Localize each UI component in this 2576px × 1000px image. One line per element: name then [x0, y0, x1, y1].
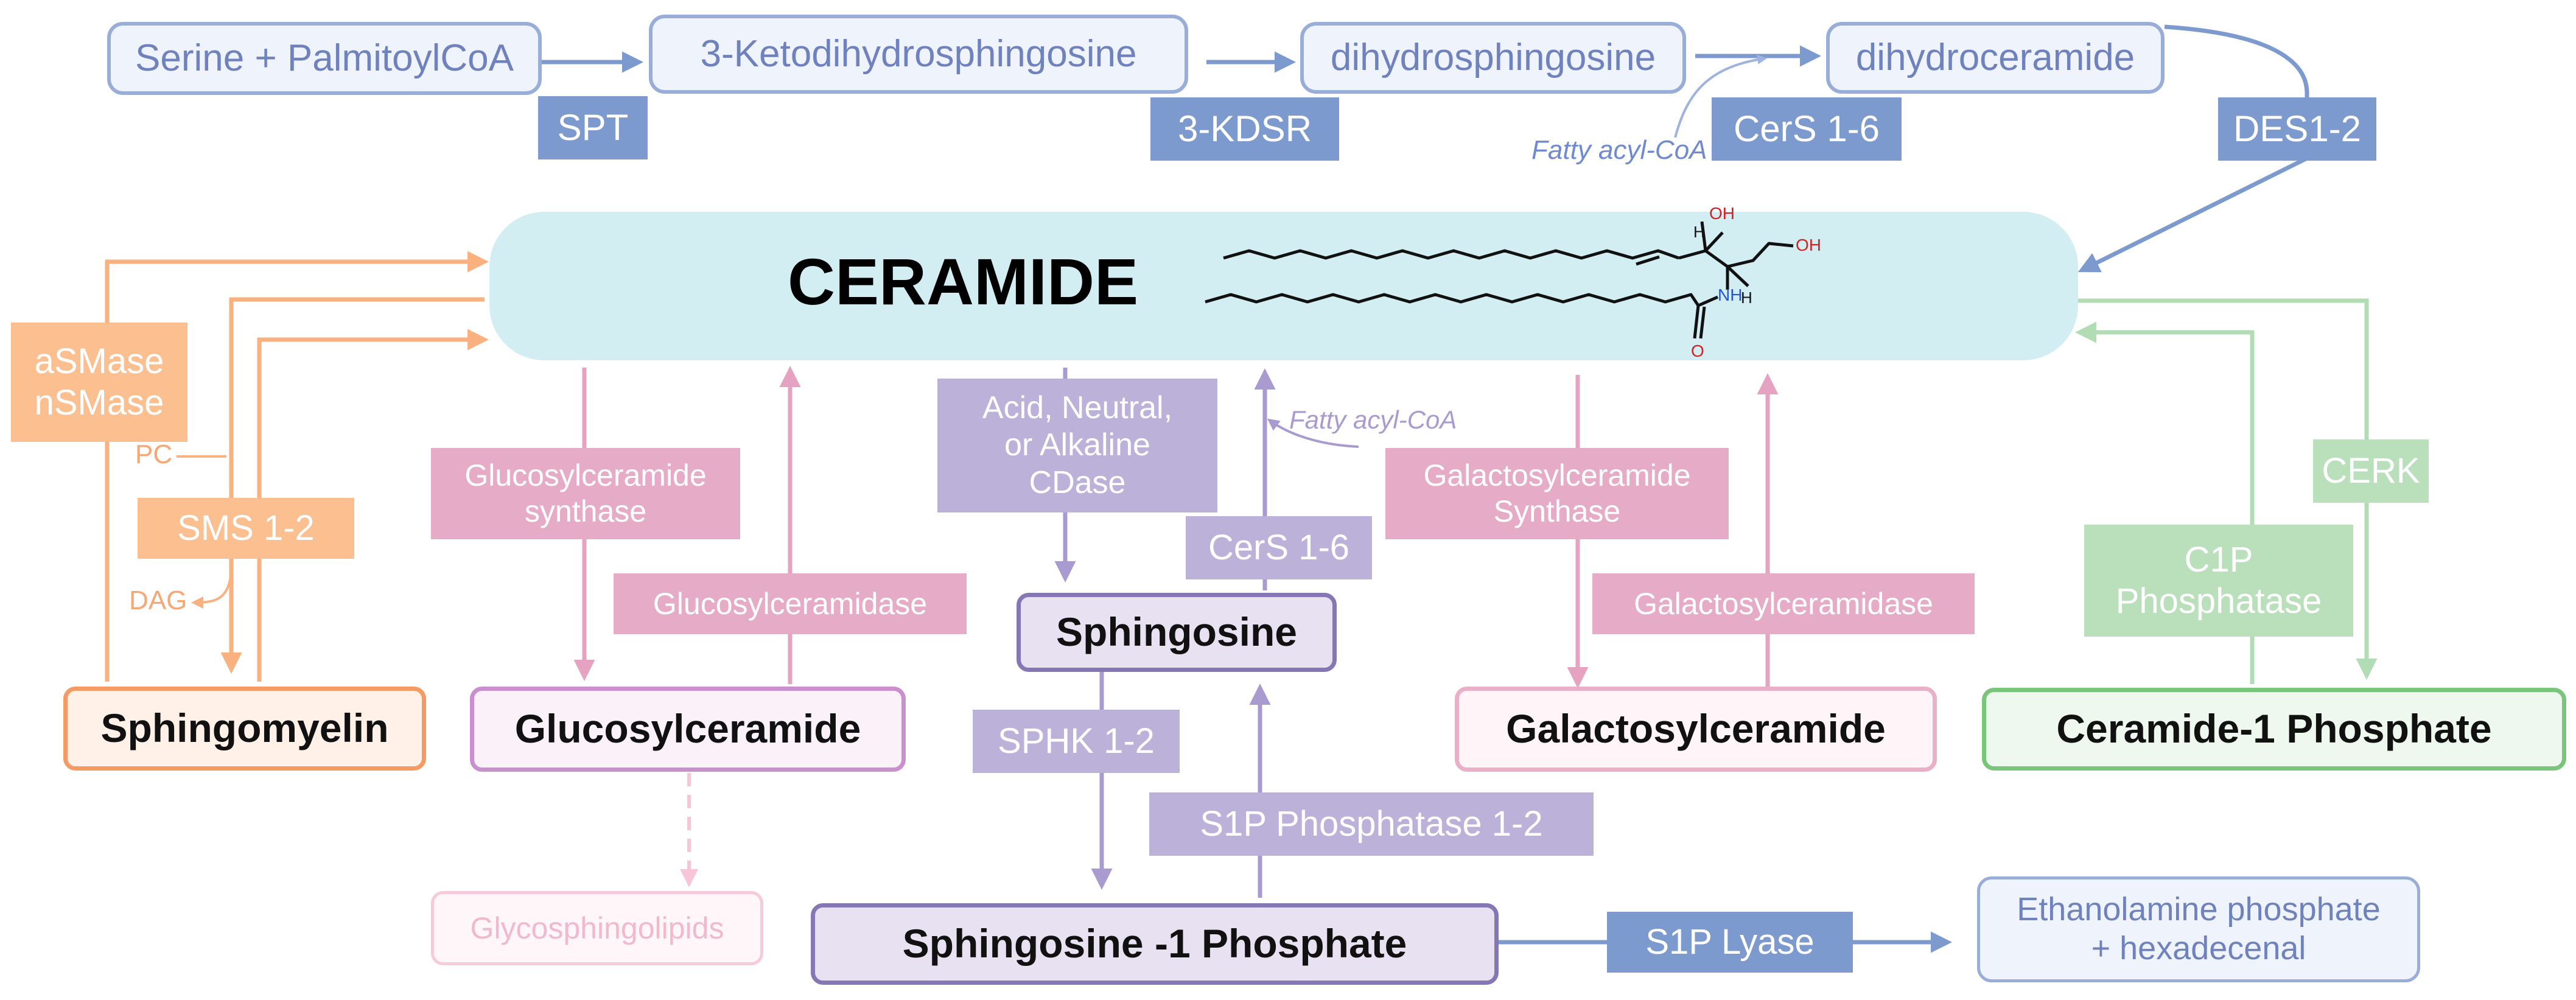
spt-enzyme: SPT — [538, 96, 648, 159]
fatty-acyl-coa-mid-label: Fatty acyl-CoA — [1289, 405, 1457, 434]
sphingosine-node: Sphingosine — [1017, 593, 1337, 672]
hydrogen-top-label: H — [1693, 223, 1705, 241]
galactosylceramide-node: Galactosylceramide — [1455, 687, 1937, 772]
ethanolamine-hexadecenal-node: Ethanolamine phosphate + hexadecenal — [1977, 876, 2420, 982]
dihydroceramide-node: dihydroceramide — [1826, 22, 2165, 94]
s1p-phosphatase-enzyme: S1P Phosphatase 1-2 — [1149, 792, 1594, 856]
ceramide-1-phosphate-node: Ceramide-1 Phosphate — [1982, 688, 2566, 771]
hydroxyl-top-label: OH — [1709, 204, 1735, 223]
glucosylceramidase-enzyme: Glucosylceramidase — [614, 573, 967, 634]
pc-label: PC — [135, 439, 173, 469]
fatty-acyl-coa-mid-arrow — [1267, 418, 1359, 448]
de-novo-arrows — [542, 24, 2309, 273]
dag-arrow — [191, 572, 233, 609]
amide-nh-label: NH — [1718, 285, 1742, 304]
glucosylceramide-synthase-enzyme: Glucosylceramide synthase — [431, 448, 740, 539]
ketodihydrosphingosine-node: 3-Ketodihydrosphingosine — [649, 15, 1188, 94]
glucosylceramide-node: Glucosylceramide — [470, 687, 906, 772]
hydroxyl-right-label: OH — [1796, 236, 1821, 254]
galactosylceramide-synthase-enzyme: Galactosylceramide Synthase — [1385, 448, 1729, 539]
fatty-acyl-coa-top-label: Fatty acyl-CoA — [1531, 135, 1707, 165]
c1p-phosphatase-enzyme: C1P Phosphatase — [2084, 525, 2353, 637]
des-enzyme: DES1-2 — [2218, 97, 2376, 161]
hydrogen-bottom-label: H — [1741, 288, 1752, 307]
ceramide-band — [489, 212, 2078, 360]
cers-top-enzyme: CerS 1-6 — [1712, 97, 1902, 161]
smase-enzyme: aSMase nSMase — [11, 323, 187, 442]
galactosylceramidase-enzyme: Galactosylceramidase — [1592, 573, 1975, 634]
cerk-enzyme: CERK — [2313, 439, 2429, 503]
dihydrosphingosine-node: dihydrosphingosine — [1300, 22, 1686, 94]
sms-enzyme: SMS 1-2 — [138, 498, 354, 559]
s1p-lyase-enzyme: S1P Lyase — [1607, 912, 1853, 973]
sphk-enzyme: SPHK 1-2 — [973, 710, 1180, 773]
carbonyl-o-label: O — [1691, 341, 1704, 360]
ceramide-structure: OH OH H H NH O — [1205, 204, 1821, 360]
fatty-acyl-coa-top-arrow — [1674, 54, 1768, 138]
ceramide-title: CERAMIDE — [788, 245, 1139, 318]
serine-palmitoylcoa-node: Serine + PalmitoylCoA — [107, 22, 542, 95]
ceramidase-enzyme: Acid, Neutral, or Alkaline CDase — [937, 379, 1217, 512]
sphingosine-1-phosphate-node: Sphingosine -1 Phosphate — [811, 903, 1499, 985]
kdsr-enzyme: 3-KDSR — [1150, 97, 1339, 161]
glycosphingolipids-node: Glycosphingolipids — [431, 891, 763, 965]
dag-label: DAG — [129, 586, 187, 615]
cers-mid-enzyme: CerS 1-6 — [1186, 516, 1372, 579]
sphingomyelin-node: Sphingomyelin — [63, 687, 426, 771]
